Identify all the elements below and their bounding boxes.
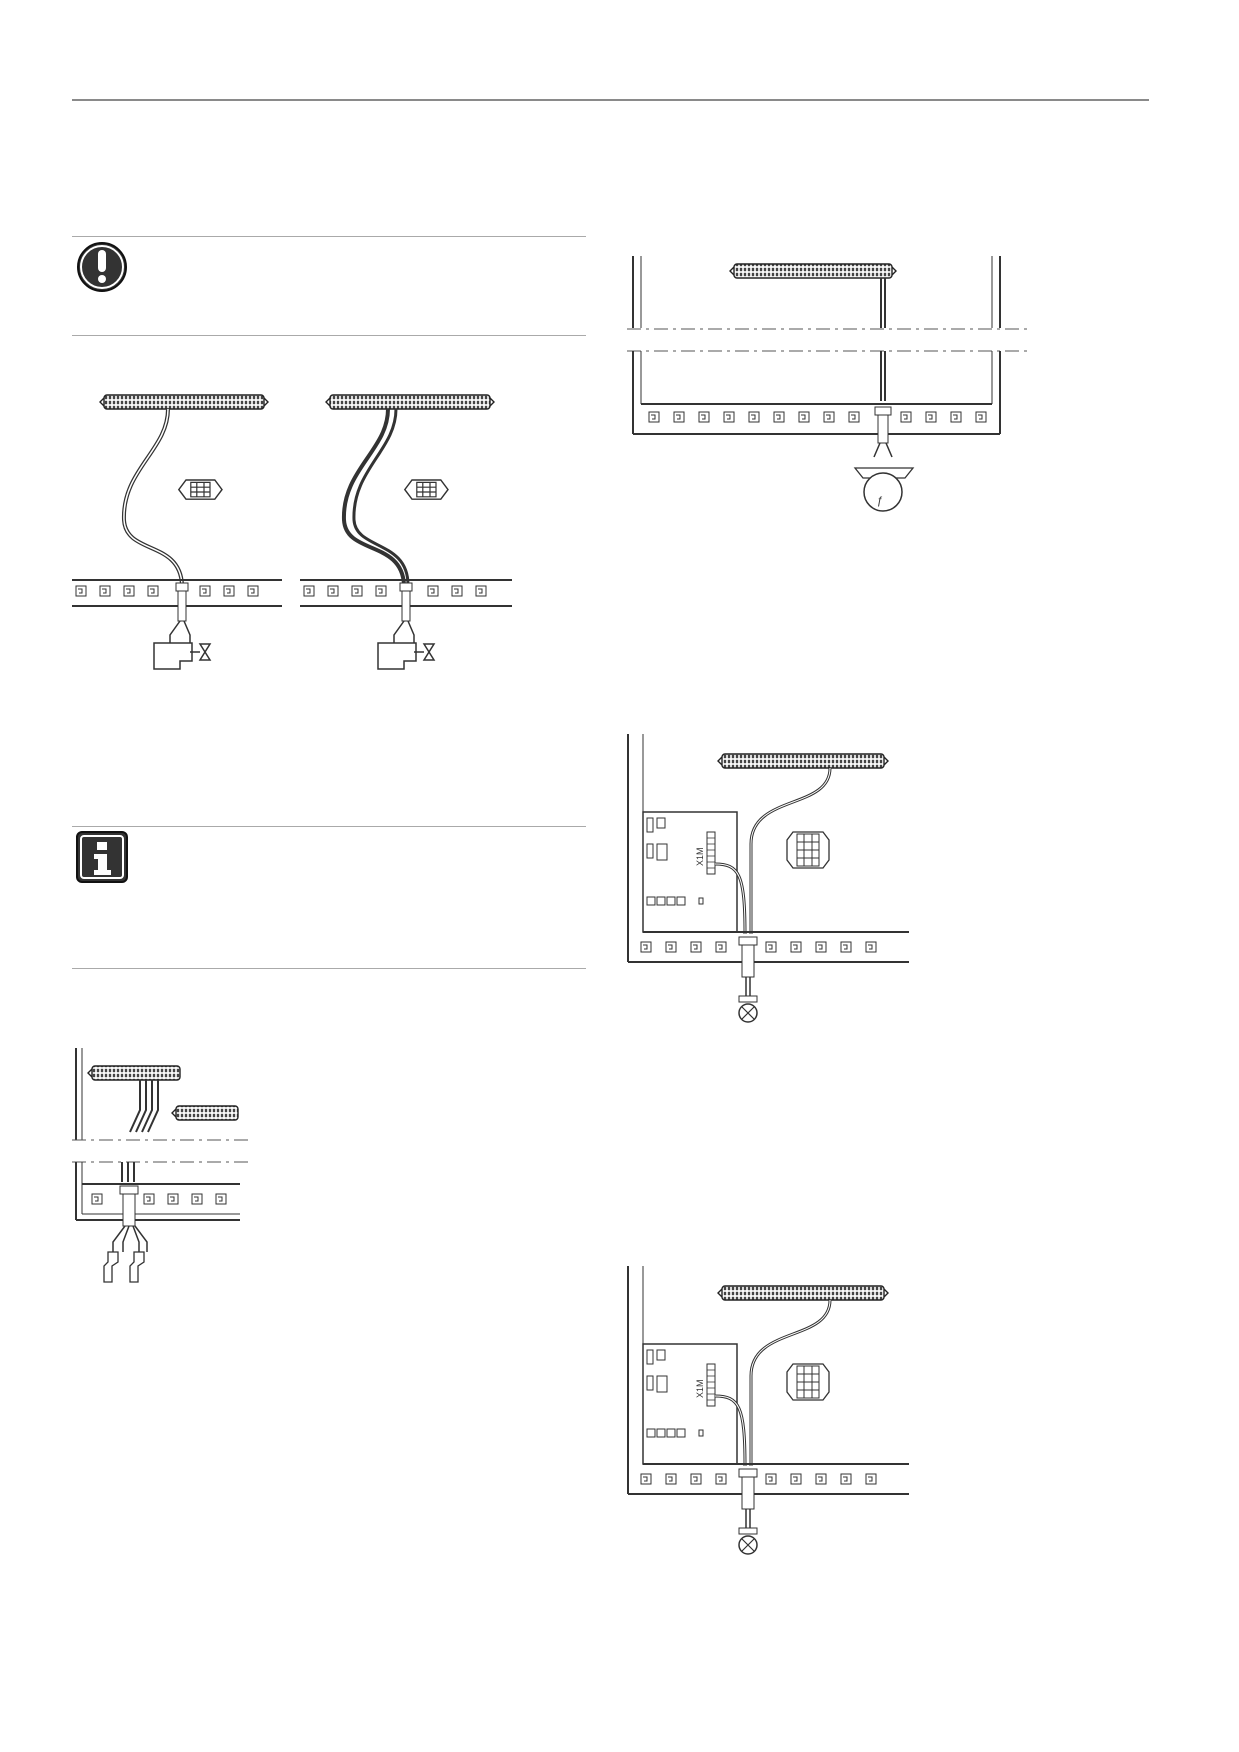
warning-rule-top <box>72 236 586 237</box>
warning-icon <box>75 240 129 294</box>
terminal-block-label: X1M <box>695 847 705 866</box>
valve-wiring-figure <box>72 390 522 700</box>
page-header-rule <box>72 99 1149 101</box>
terminal-block-label-2: X1M <box>695 1379 705 1398</box>
valve-variant-b <box>300 394 512 670</box>
lamp-wiring-figure-upper: X1M <box>619 734 909 1034</box>
info-icon <box>75 830 129 884</box>
sensor-wiring-figure: ƒ <box>627 252 1027 532</box>
info-rule-top <box>72 826 586 827</box>
warning-rule-bottom <box>72 335 586 336</box>
contact-wiring-figure <box>72 1048 252 1308</box>
info-rule-bottom <box>72 968 586 969</box>
lamp-wiring-figure-lower: X1M <box>619 1266 909 1566</box>
valve-variant-a <box>72 394 282 670</box>
sensor-mark: ƒ <box>877 495 883 507</box>
